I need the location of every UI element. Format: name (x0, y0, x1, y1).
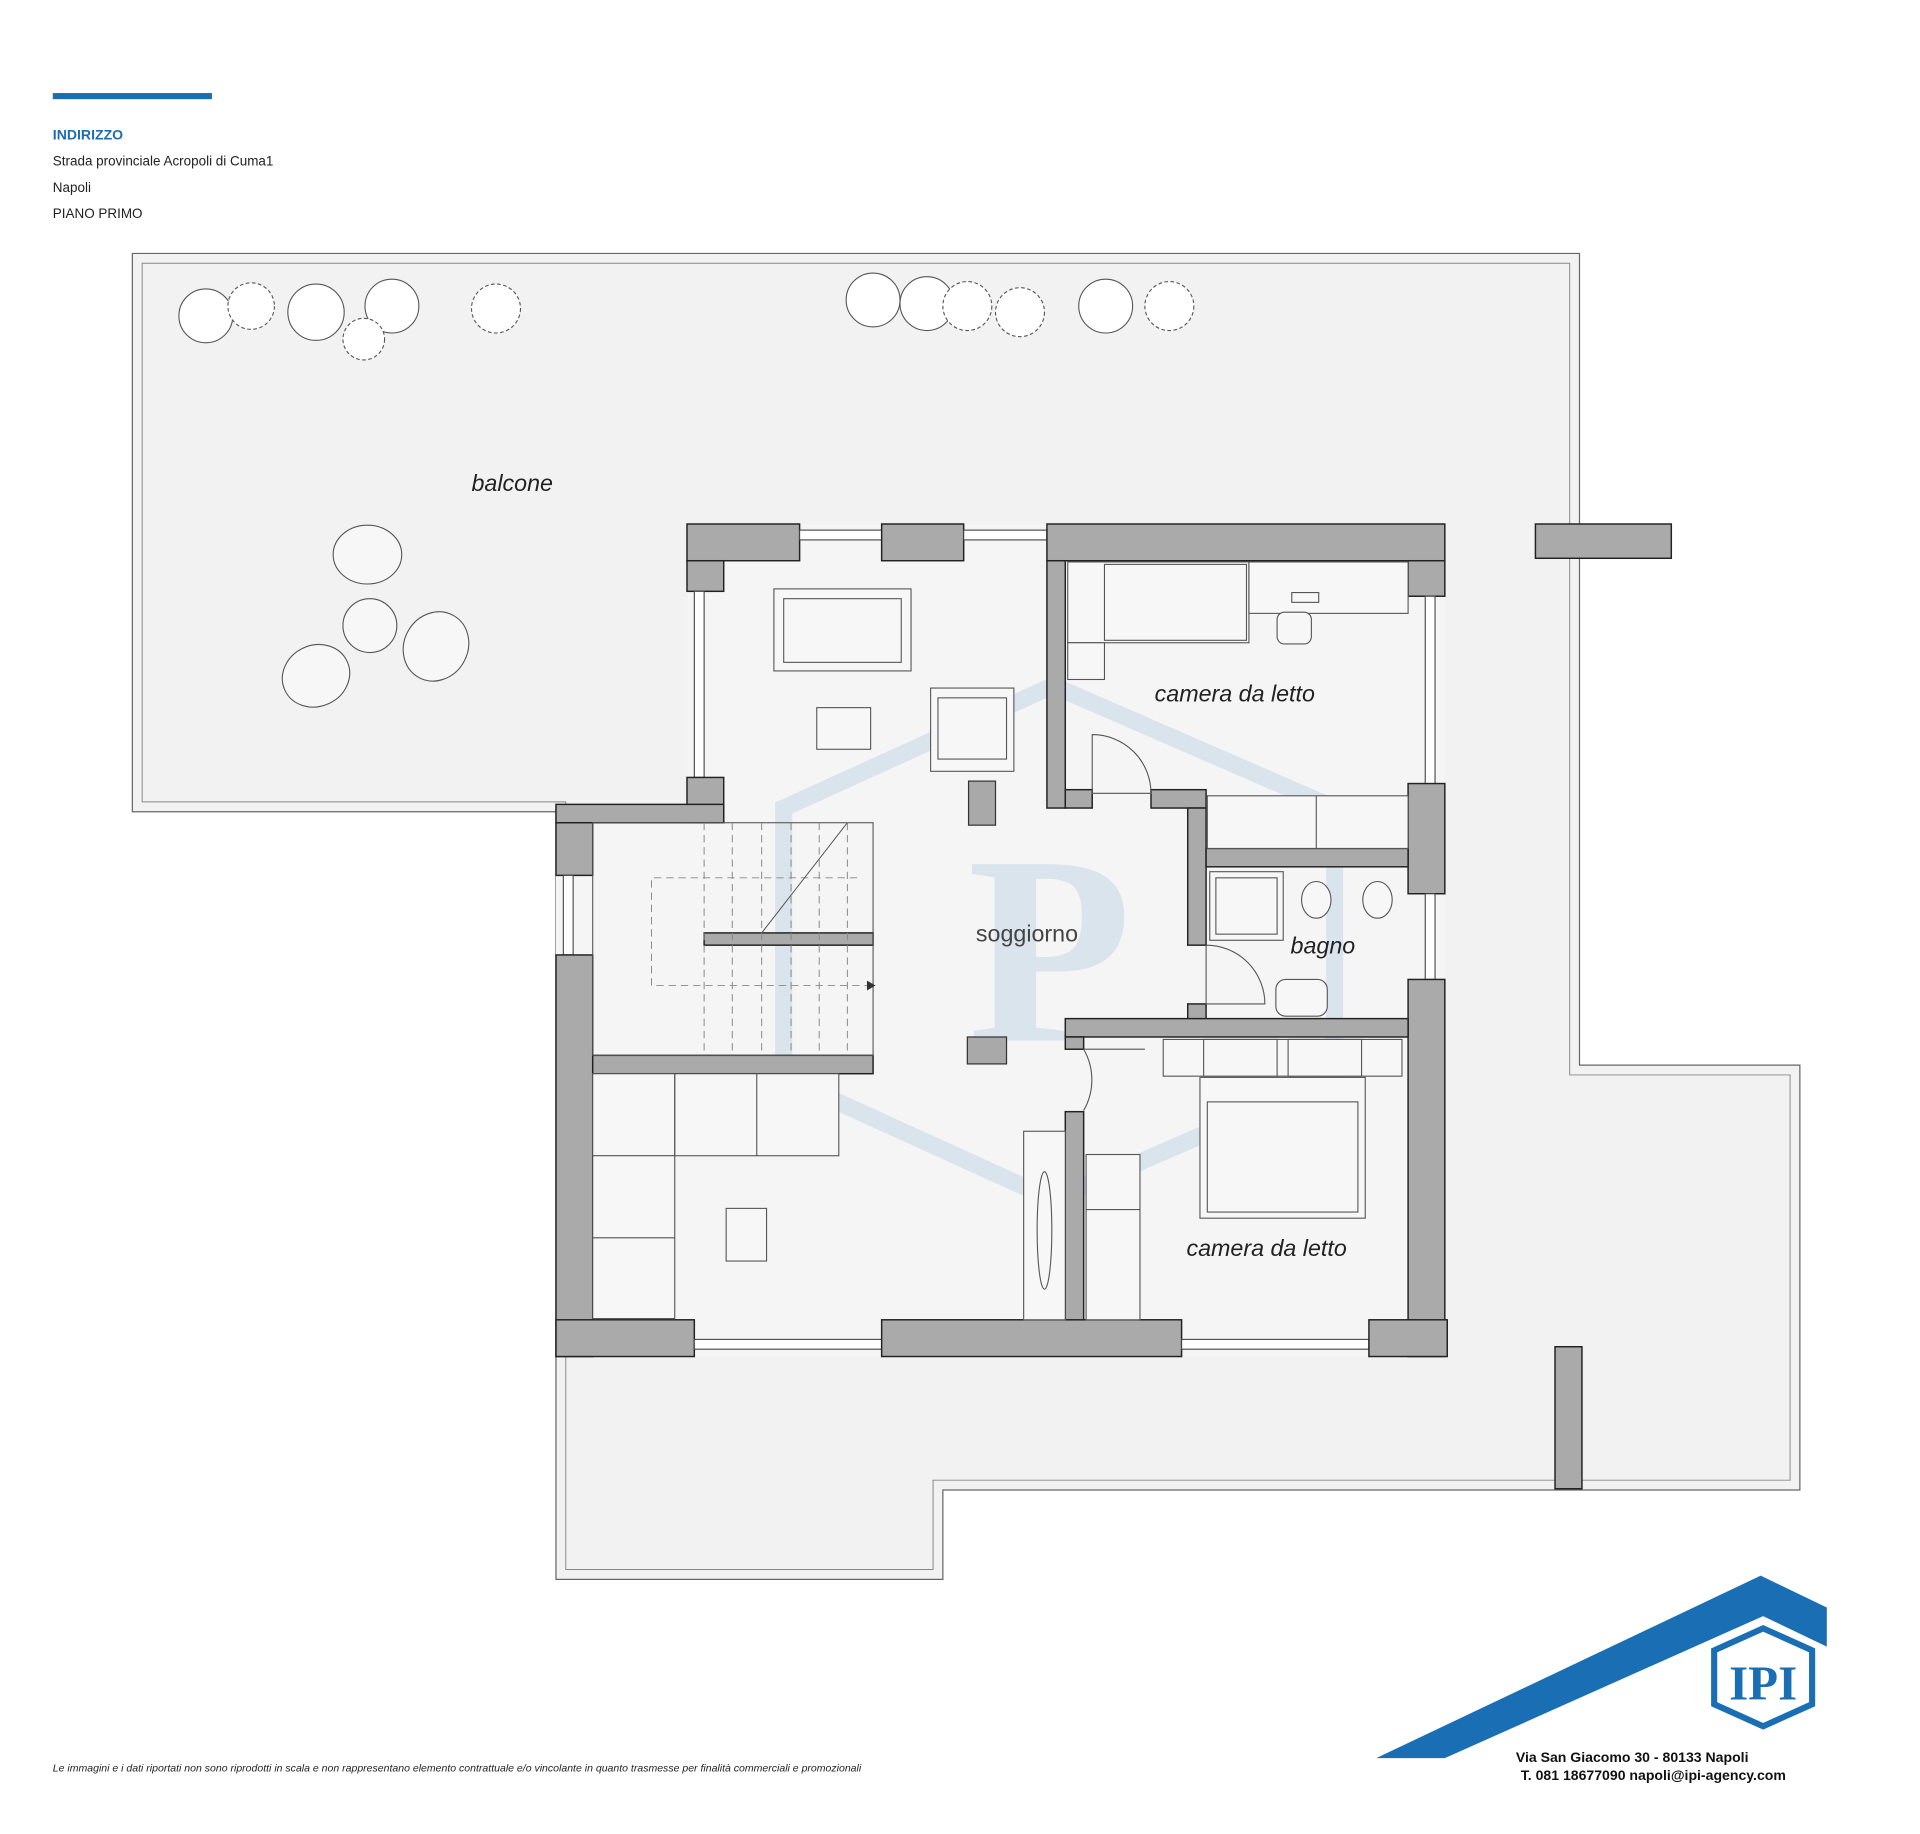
disclaimer-text: Le immagini e i dati riportati non sono … (53, 1763, 862, 1775)
furniture (281, 524, 1409, 1321)
logo-text: IPI (1729, 1655, 1797, 1710)
header-accent-bar (52, 93, 212, 100)
logo-roof (1376, 1575, 1827, 1759)
plants (178, 272, 1195, 361)
address-text: Strada provinciale Acropoli di Cuma1 (53, 153, 274, 168)
doors (1083, 734, 1266, 1111)
room-label-camera-top: camera da letto (1155, 681, 1315, 707)
agency-logo: IPI (1376, 1575, 1827, 1759)
staircase (592, 822, 876, 1056)
room-label-bagno: bagno (1291, 933, 1356, 959)
agency-contact: T. 081 18677090 napoli@ipi-agency.com (1521, 1767, 1786, 1783)
agency-address: Via San Giacomo 30 - 80133 Napoli (1516, 1749, 1749, 1765)
city-text: Napoli (53, 180, 91, 195)
floor-text: PIANO PRIMO (53, 206, 143, 221)
room-label-camera-bottom: camera da letto (1186, 1235, 1346, 1261)
section-label: INDIRIZZO (53, 127, 123, 143)
room-label-balcone: balcone (472, 470, 554, 496)
logo-hexagon (1711, 1624, 1816, 1730)
pillar (1534, 523, 1673, 560)
walls (555, 523, 1673, 1490)
room-label-soggiorno: soggiorno (976, 920, 1078, 946)
pillar (1554, 1345, 1583, 1490)
